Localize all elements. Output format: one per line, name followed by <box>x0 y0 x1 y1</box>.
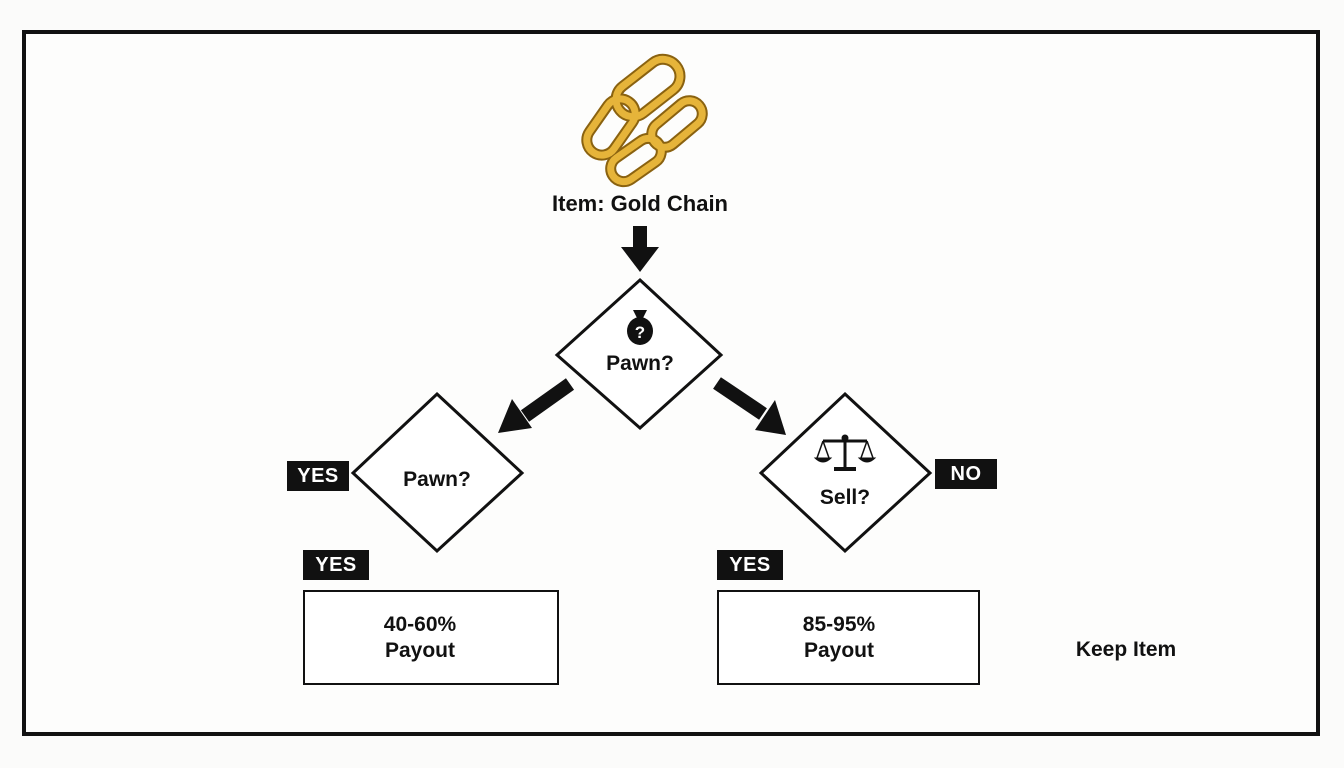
gold-chain-icon <box>581 53 708 188</box>
arrow-to-right-decision <box>713 377 786 435</box>
decision-diamond-root <box>554 277 724 431</box>
keep-item-label: Keep Item <box>1075 638 1177 661</box>
balance-scale-icon <box>813 434 877 471</box>
decision-root-label: Pawn? <box>606 352 674 375</box>
outcome-right-tag: YES <box>717 550 783 580</box>
svg-text:?: ? <box>635 323 645 342</box>
outcome-right-payout: Payout <box>803 639 874 662</box>
decision-right-label: Sell? <box>819 486 871 509</box>
outcome-right-percent: 85-95% <box>802 613 876 636</box>
outcome-left-percent: 40-60% <box>383 613 457 636</box>
question-money-bag-icon: ? <box>627 310 653 345</box>
decision-right-tag: NO <box>935 459 997 489</box>
item-label: Item: Gold Chain <box>552 191 728 216</box>
decision-left-label: Pawn? <box>403 468 471 491</box>
arrow-to-left-decision <box>498 378 575 433</box>
outcome-right-text: 85-95% Payout <box>784 612 894 664</box>
outcome-right-box <box>717 590 980 685</box>
arrow-down <box>621 226 659 272</box>
decision-diamond-left <box>350 391 525 554</box>
outcome-left-box <box>303 590 559 685</box>
outcome-left-payout: Payout <box>384 639 455 662</box>
decision-diamond-right <box>758 391 933 554</box>
decision-left-tag: YES <box>287 461 349 491</box>
outcome-left-tag: YES <box>303 550 369 580</box>
outcome-left-text: 40-60% Payout <box>365 612 475 664</box>
